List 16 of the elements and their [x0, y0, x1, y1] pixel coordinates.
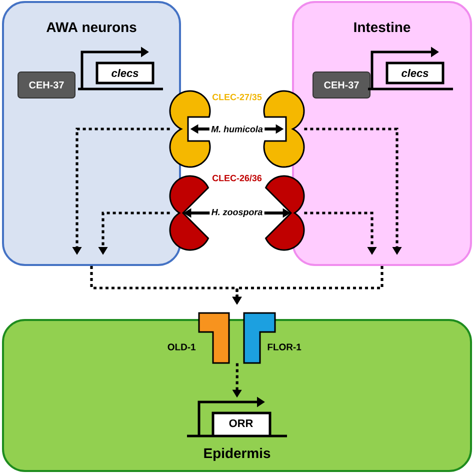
lectin-shape	[169, 90, 211, 168]
organism-label: M. humicola	[211, 126, 263, 132]
lectin-shape	[264, 175, 305, 251]
protein-label: OLD-1	[168, 344, 196, 350]
gene-box: clecs	[96, 62, 154, 84]
lectin-shape	[263, 90, 305, 168]
protein-box: CEH-37	[18, 72, 76, 98]
protein-label: CLEC-27/35	[212, 94, 262, 100]
receptor-shape	[198, 312, 230, 364]
protein-label: FLOR-1	[268, 344, 302, 350]
protein-box: CEH-37	[312, 72, 370, 98]
gene-box: clecs	[386, 62, 444, 84]
gene-drawing: ORR	[187, 396, 287, 438]
organism-label: H. zoospora	[212, 208, 262, 218]
lectin-shape	[169, 175, 210, 251]
protein-label: CLEC-26/36	[212, 174, 262, 182]
